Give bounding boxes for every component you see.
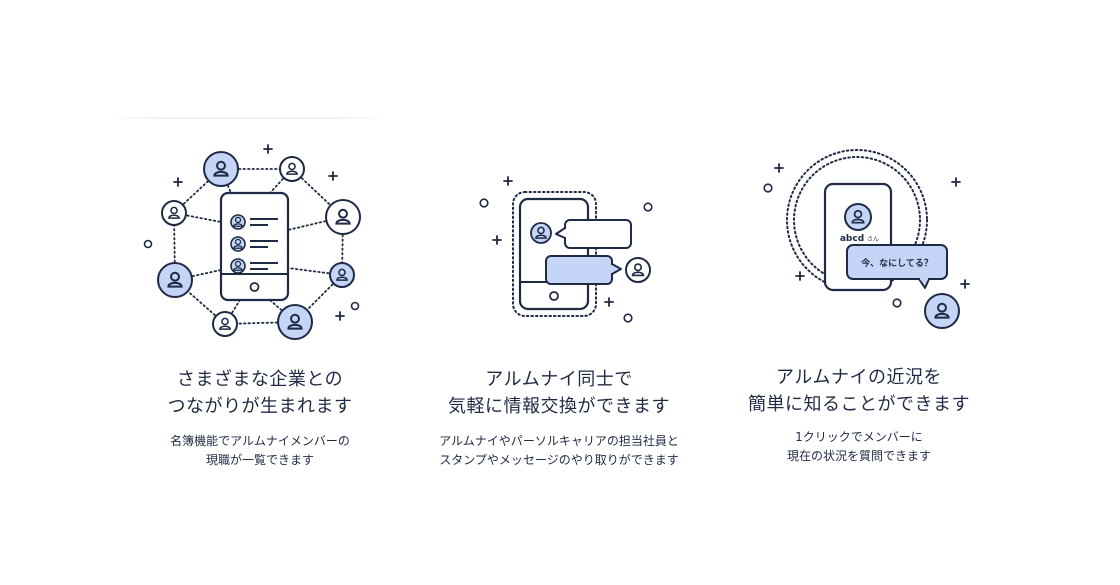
feature-info-exchange: アルムナイ同士で 気軽に情報交換ができます アルムナイやパーソルキャリアの担当社… [389, 0, 729, 585]
feature-description: アルムナイやパーソルキャリアの担当社員と スタンプやメッセージのやり取りができま… [439, 434, 679, 467]
decorative-divider [106, 117, 392, 119]
feature-title: さまざまな企業との つながりが生まれます [167, 369, 353, 417]
status-question-phone-icon: abcd さん 今、なにしてる？ [763, 149, 970, 329]
feature-company-connections: さまざまな企業との つながりが生まれます 名簿機能でアルムナイメンバーの 現職が… [90, 0, 430, 585]
feature-status-check: abcd さん 今、なにしてる？ アルムナイの近況を 簡単に知ることができます … [689, 0, 1029, 585]
profile-suffix: さん [867, 236, 879, 243]
feature-title: アルムナイの近況を 簡単に知ることができます [748, 367, 970, 415]
feature-title: アルムナイ同士で 気軽に情報交換ができます [448, 369, 670, 417]
feature-description: 1クリックでメンバーに 現在の状況を質問できます [786, 430, 931, 463]
question-bubble-text: 今、なにしてる？ [860, 257, 933, 269]
chat-phone-icon [479, 176, 653, 323]
network-phone-icon [143, 144, 361, 340]
feature-description: 名簿機能でアルムナイメンバーの 現職が一覧できます [170, 434, 350, 467]
profile-name: abcd [840, 234, 864, 244]
